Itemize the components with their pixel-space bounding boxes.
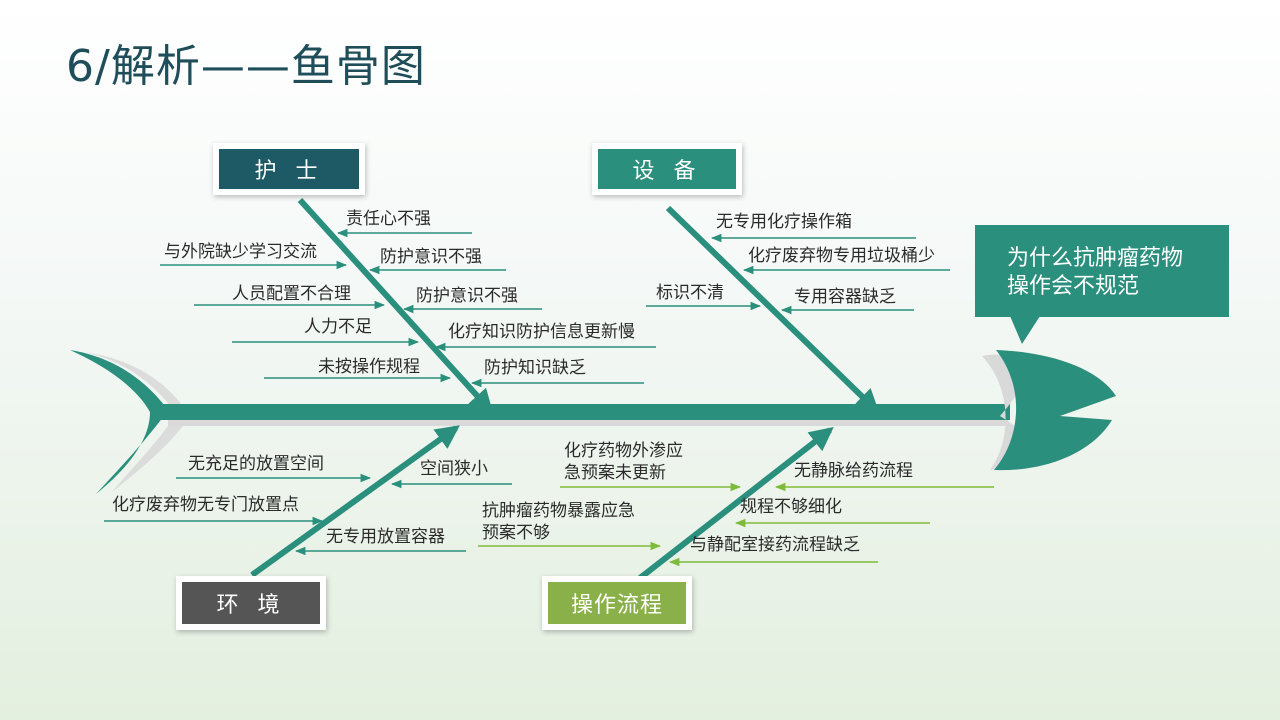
fish-spine (160, 404, 1010, 420)
cause-label: 与外院缺少学习交流 (164, 242, 317, 262)
fish-head (994, 350, 1116, 471)
cause-label: 无充足的放置空间 (188, 454, 324, 474)
category-environment: 环 境 (176, 576, 326, 630)
cause-label: 化疗知识防护信息更新慢 (448, 322, 635, 342)
cause-label: 人员配置不合理 (232, 284, 351, 304)
bone-process (638, 427, 834, 581)
category-process-label: 操作流程 (548, 582, 686, 624)
cause-label: 抗肿瘤药物暴露应急 预案不够 (482, 501, 635, 543)
callout-pointer (1010, 316, 1040, 344)
cause-label: 未按操作规程 (318, 357, 420, 377)
cause-label: 规程不够细化 (740, 497, 842, 517)
cause-label: 无静脉给药流程 (794, 461, 913, 481)
bone-nurse (297, 197, 494, 414)
cause-label: 专用容器缺乏 (794, 287, 896, 307)
cause-label: 空间狭小 (420, 459, 488, 479)
cause-label: 防护意识不强 (416, 286, 518, 306)
cause-label: 化疗废弃物无专门放置点 (112, 495, 299, 515)
cause-label: 责任心不强 (346, 209, 431, 229)
cause-label: 防护知识缺乏 (484, 358, 586, 378)
cause-label: 人力不足 (304, 317, 372, 337)
fish-tail-shadow (84, 352, 190, 492)
cause-label: 化疗废弃物专用垃圾桶少 (748, 246, 935, 266)
category-equipment-label: 设 备 (598, 149, 736, 189)
category-nurse: 护 士 (213, 143, 365, 195)
category-environment-label: 环 境 (182, 582, 320, 624)
category-nurse-label: 护 士 (219, 149, 359, 189)
bone-environment (250, 425, 460, 578)
category-process: 操作流程 (542, 576, 692, 630)
cause-label: 标识不清 (656, 283, 724, 303)
cause-label: 无专用化疗操作箱 (716, 212, 852, 232)
bone-equipment (665, 205, 880, 414)
category-equipment: 设 备 (592, 143, 742, 195)
cause-label: 化疗药物外渗应 急预案未更新 (564, 441, 683, 483)
problem-statement: 为什么抗肿瘤药物 操作会不规范 (975, 225, 1229, 317)
slide-title: 6/解析——鱼骨图 (66, 41, 426, 92)
cause-label: 与静配室接药流程缺乏 (690, 535, 860, 555)
problem-text: 为什么抗肿瘤药物 操作会不规范 (1007, 246, 1184, 299)
fish-tail (70, 350, 168, 494)
cause-label: 无专用放置容器 (326, 527, 445, 547)
cause-label: 防护意识不强 (380, 247, 482, 267)
